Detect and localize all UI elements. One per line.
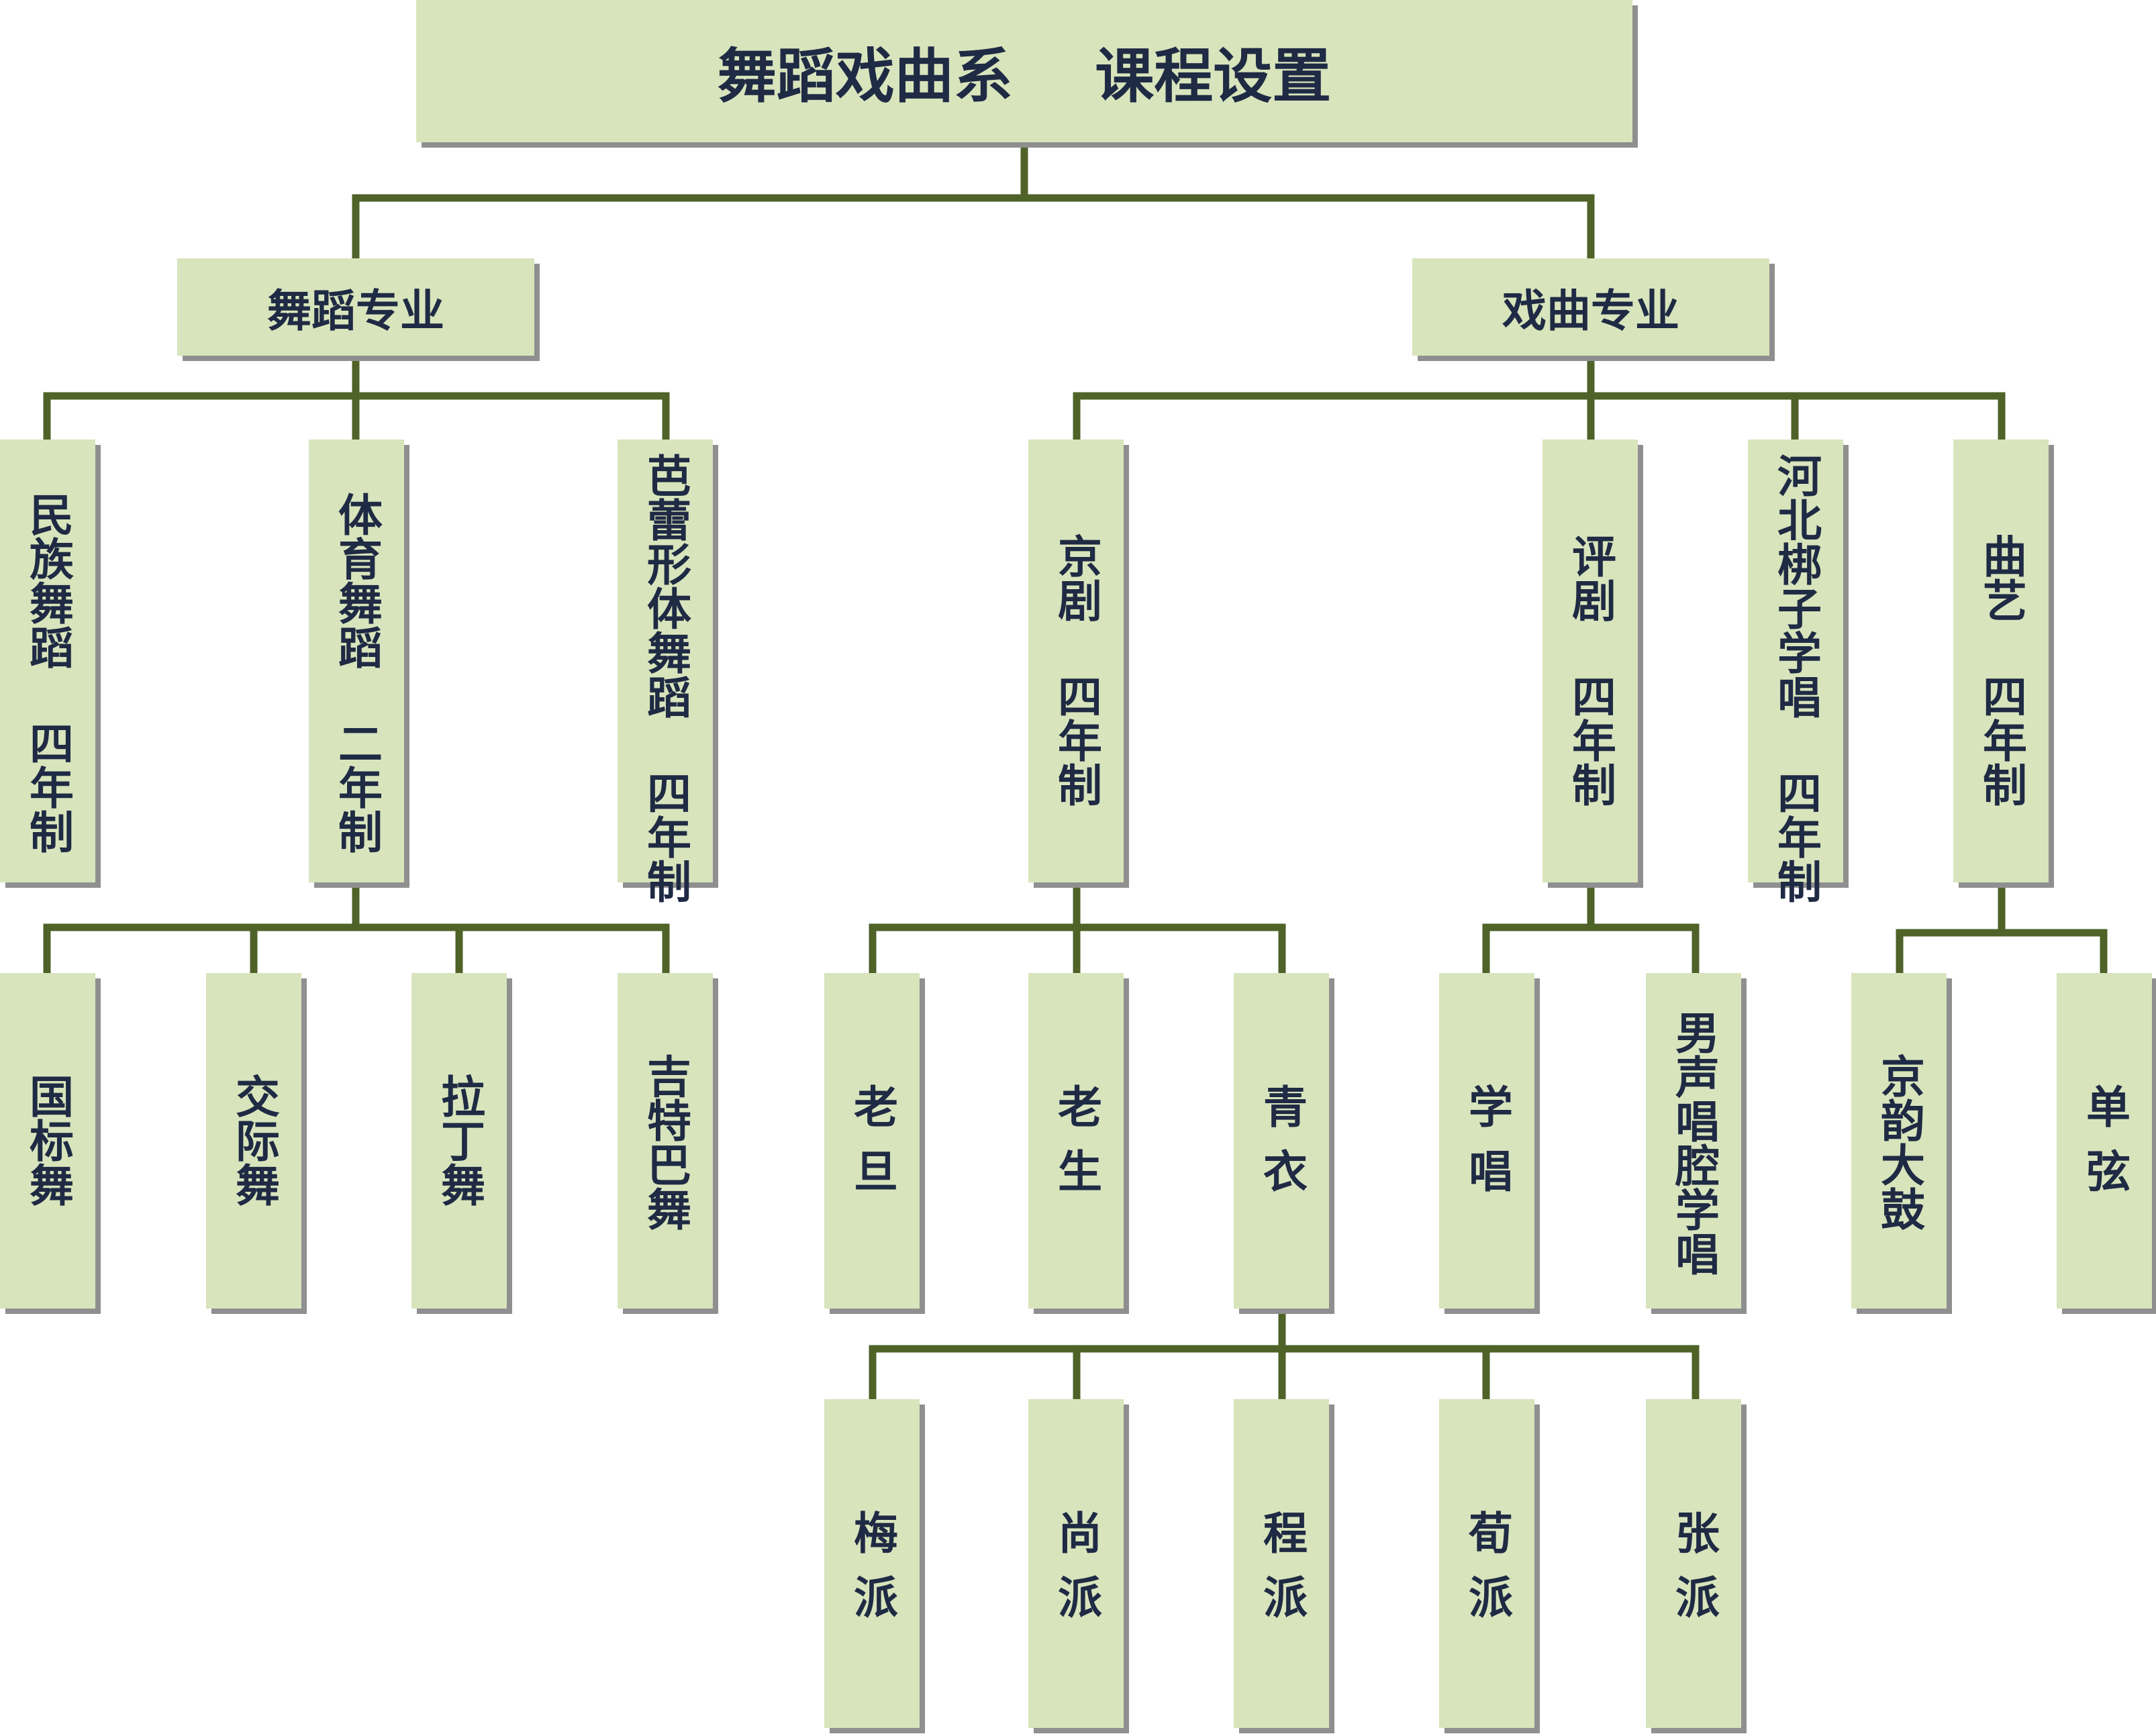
program-ballet-box: 芭蕾形体舞蹈 四年制	[618, 440, 713, 903]
major-dance-box: 舞蹈专业	[177, 258, 534, 356]
program-peking-opera-box: 京剧 四年制	[1028, 440, 1124, 882]
course-danxian-label: 单弦	[2079, 1084, 2130, 1213]
course-jiteba-label: 吉特巴舞	[640, 1054, 691, 1231]
course-qingyi-box: 青衣	[1234, 973, 1329, 1309]
course-jingyun-box: 京韵大鼓	[1851, 973, 1947, 1309]
major-opera-label: 戏曲专业	[1502, 285, 1679, 337]
page-title: 舞蹈戏曲系 课程设置	[717, 41, 1332, 111]
school-zhang-label: 张派	[1668, 1510, 1720, 1639]
program-peking-opera-label: 京剧 四年制	[1050, 533, 1102, 807]
course-laodan-box: 老旦	[824, 973, 920, 1309]
program-ballet-label: 芭蕾形体舞蹈 四年制	[640, 453, 691, 903]
program-pingju-label: 评剧 四年制	[1565, 533, 1616, 807]
course-laosheng-label: 老生	[1050, 1084, 1102, 1213]
major-dance-label: 舞蹈专业	[267, 285, 444, 337]
school-zhang-box: 张派	[1646, 1399, 1741, 1728]
course-xuechang-box: 学唱	[1439, 973, 1534, 1309]
program-folk-dance-box: 民族舞蹈 四年制	[0, 440, 95, 882]
course-danxian-box: 单弦	[2057, 973, 2152, 1309]
course-laosheng-box: 老生	[1028, 973, 1124, 1309]
school-cheng-box: 程派	[1234, 1399, 1329, 1728]
course-qingyi-label: 青衣	[1256, 1084, 1308, 1213]
program-quyi-box: 曲艺 四年制	[1953, 440, 2049, 882]
program-sport-dance-box: 体育舞蹈 二年制	[309, 440, 404, 882]
school-xun-box: 荀派	[1439, 1399, 1534, 1728]
course-nansheng-label: 男声唱腔学唱	[1668, 1010, 1720, 1276]
program-bangzi-box: 河北梆子学唱 四年制	[1748, 440, 1843, 903]
program-quyi-label: 曲艺 四年制	[1975, 533, 2027, 807]
school-mei-label: 梅派	[846, 1510, 898, 1639]
program-bangzi-label: 河北梆子学唱 四年制	[1770, 453, 1822, 903]
program-pingju-box: 评剧 四年制	[1542, 440, 1638, 882]
course-lading-box: 拉丁舞	[411, 973, 507, 1309]
school-shang-label: 尚派	[1050, 1510, 1102, 1639]
program-folk-dance-label: 民族舞蹈 四年制	[22, 492, 74, 854]
school-cheng-label: 程派	[1256, 1510, 1308, 1639]
program-sport-dance-label: 体育舞蹈 二年制	[331, 492, 383, 854]
school-mei-box: 梅派	[824, 1399, 920, 1728]
course-jiaoji-label: 交际舞	[228, 1074, 280, 1207]
course-guobiao-box: 国标舞	[0, 973, 95, 1309]
title-box: 舞蹈戏曲系 课程设置	[416, 0, 1632, 142]
course-jiteba-box: 吉特巴舞	[618, 973, 713, 1309]
course-jingyun-label: 京韵大鼓	[1873, 1054, 1925, 1231]
course-jiaoji-box: 交际舞	[206, 973, 301, 1309]
course-lading-label: 拉丁舞	[434, 1074, 485, 1207]
course-xuechang-label: 学唱	[1461, 1084, 1513, 1213]
course-nansheng-box: 男声唱腔学唱	[1646, 973, 1741, 1309]
school-xun-label: 荀派	[1461, 1510, 1513, 1639]
major-opera-box: 戏曲专业	[1412, 258, 1769, 356]
school-shang-box: 尚派	[1028, 1399, 1124, 1728]
course-guobiao-label: 国标舞	[22, 1074, 74, 1207]
course-laodan-label: 老旦	[846, 1084, 898, 1213]
